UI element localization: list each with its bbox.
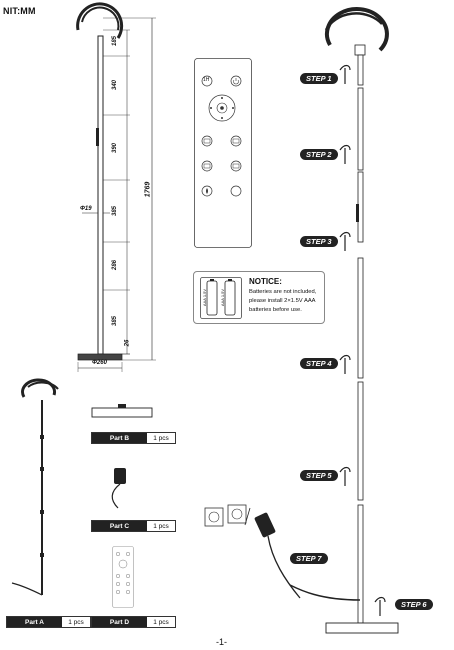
part-b-base bbox=[91, 404, 153, 418]
dim-seg-3: 390 bbox=[112, 142, 119, 154]
battery-icon bbox=[200, 277, 242, 319]
assembly-diagram bbox=[289, 7, 399, 634]
unit-label: NIT:MM bbox=[3, 6, 36, 16]
wall-socket-adapter bbox=[204, 504, 301, 599]
part-d-name: Part D bbox=[92, 617, 147, 627]
part-d-qty: 1 pcs bbox=[147, 617, 175, 627]
step-5-badge: STEP 5 bbox=[300, 470, 338, 481]
part-a-name: Part A bbox=[7, 617, 62, 627]
notice-line-1: Batteries are not included, bbox=[249, 289, 317, 295]
remote-control bbox=[194, 58, 252, 248]
part-a-lamp bbox=[11, 378, 59, 596]
step-3-badge: STEP 3 bbox=[300, 236, 338, 247]
battery-label-1: AAA 1.5V bbox=[202, 288, 208, 307]
part-b-label: Part B 1 pcs bbox=[91, 432, 176, 444]
notice-line-3: batteries before use. bbox=[249, 307, 302, 313]
step-7-badge: STEP 7 bbox=[290, 553, 328, 564]
step-1-badge: STEP 1 bbox=[300, 73, 338, 84]
part-a-label: Part A 1 pcs bbox=[6, 616, 91, 628]
dim-base-diameter: Φ260 bbox=[92, 360, 107, 366]
dim-seg-6: 385 bbox=[112, 315, 119, 327]
dim-seg-2: 340 bbox=[112, 79, 119, 91]
step-2-badge: STEP 2 bbox=[300, 149, 338, 160]
part-c-adapter bbox=[111, 468, 126, 509]
dim-seg-5: 286 bbox=[112, 259, 119, 271]
part-b-qty: 1 pcs bbox=[147, 433, 175, 443]
part-b-name: Part B bbox=[92, 433, 147, 443]
part-c-name: Part C bbox=[92, 521, 147, 531]
part-c-label: Part C 1 pcs bbox=[91, 520, 176, 532]
page-number: -1- bbox=[216, 637, 227, 647]
dim-seg-4: 385 bbox=[112, 205, 119, 217]
dim-total-height: 1769 bbox=[144, 181, 152, 198]
part-d-remote bbox=[112, 546, 134, 608]
notice-title: NOTICE: bbox=[249, 277, 282, 286]
part-d-label: Part D 1 pcs bbox=[91, 616, 176, 628]
notice-line-2: please install 2×1.5V AAA bbox=[249, 298, 316, 304]
dim-pole-diameter: Φ19 bbox=[80, 206, 92, 212]
battery-label-2: AAA 1.5V bbox=[220, 288, 226, 307]
step-6-badge: STEP 6 bbox=[395, 599, 433, 610]
part-c-qty: 1 pcs bbox=[147, 521, 175, 531]
remote-1h-label: 1H bbox=[203, 77, 210, 83]
part-a-qty: 1 pcs bbox=[62, 617, 90, 627]
dimension-drawing bbox=[76, 2, 156, 372]
dim-base-height: 26 bbox=[124, 339, 131, 347]
dim-seg-top: 185 bbox=[112, 35, 119, 47]
notice-box bbox=[193, 271, 325, 324]
step-4-badge: STEP 4 bbox=[300, 358, 338, 369]
